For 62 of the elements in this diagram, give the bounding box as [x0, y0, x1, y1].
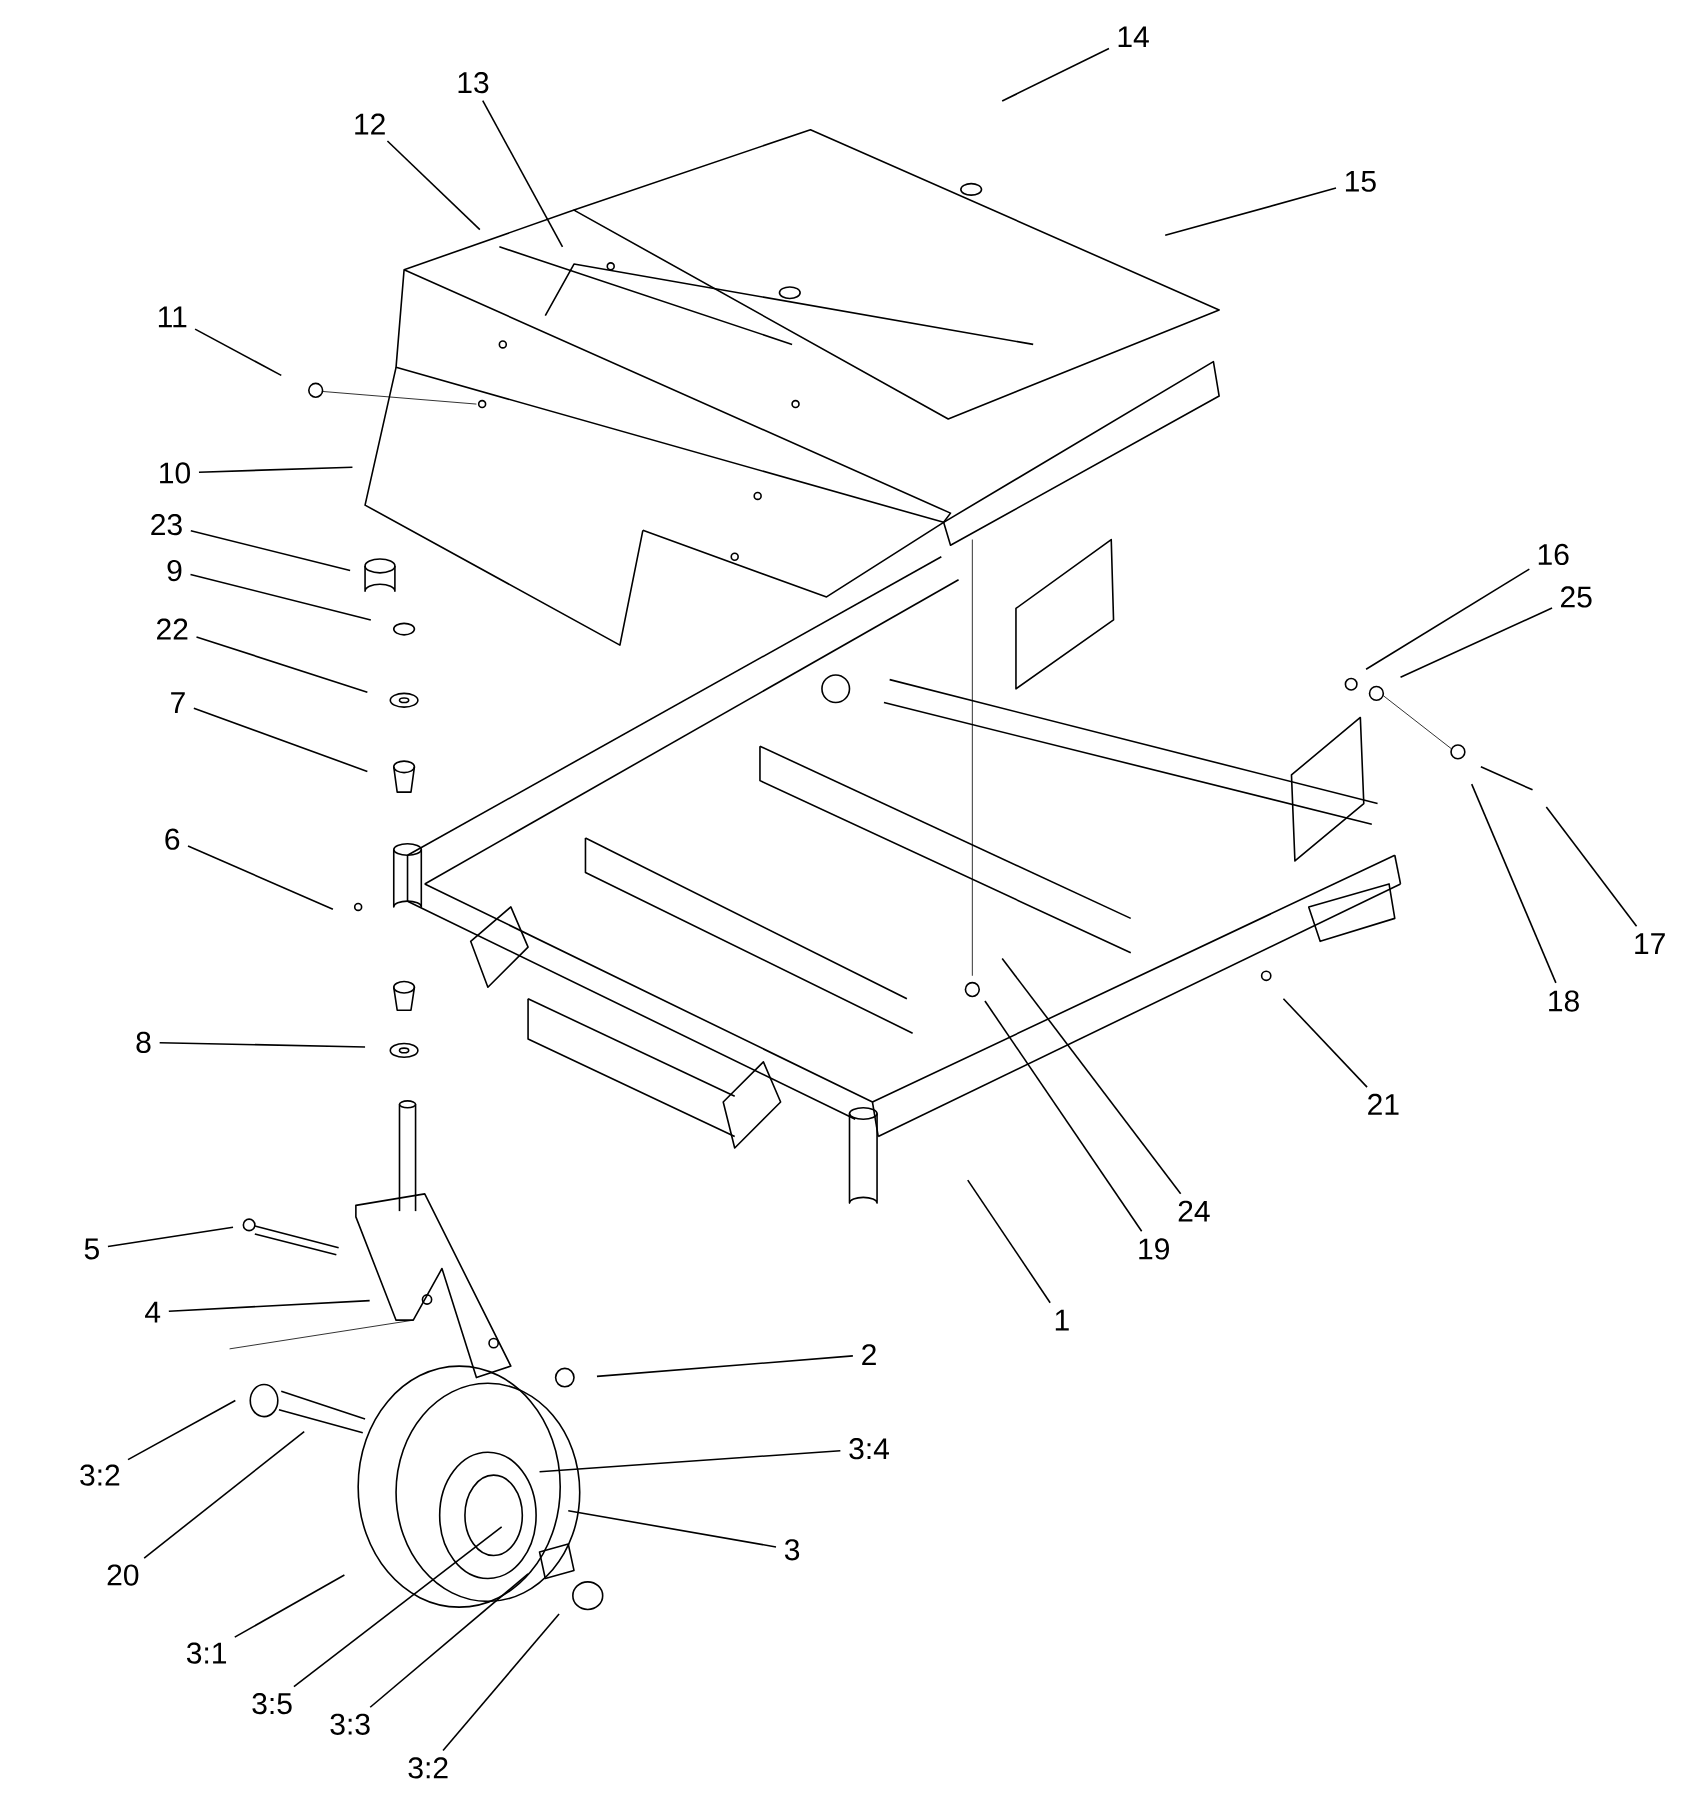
leader-line: [1001, 47, 1110, 102]
leader-line: [1164, 187, 1337, 237]
leader-line: [1545, 806, 1638, 928]
leader-line: [1470, 783, 1557, 984]
callout-number: 3: [784, 1539, 799, 1561]
callout-number: 3:3: [330, 1713, 370, 1735]
callout-number: 22: [156, 618, 188, 640]
callout-number: 19: [1139, 1238, 1169, 1260]
callout-number: 5: [84, 1238, 99, 1260]
callout-number: 3:2: [80, 1464, 120, 1486]
leader-line: [195, 636, 369, 694]
callout-number: 17: [1635, 933, 1665, 954]
leader-line: [189, 573, 372, 621]
leader-line: [966, 1179, 1051, 1304]
callout-number: 3:2: [408, 1757, 448, 1779]
callout-number: 15: [1345, 170, 1376, 192]
leader-line: [187, 845, 334, 910]
leader-line: [189, 529, 351, 572]
leader-line: [107, 1226, 234, 1248]
leader-line: [538, 1449, 842, 1473]
leader-line: [293, 1526, 503, 1688]
callout-number: 16: [1538, 543, 1569, 566]
leader-line: [158, 1041, 366, 1048]
leader-line: [194, 328, 282, 377]
callout-number: 23: [151, 514, 182, 536]
leader-line: [1282, 997, 1368, 1088]
leader-line: [233, 1574, 346, 1638]
callout-number: 9: [167, 559, 182, 582]
callout-number: 7: [171, 692, 185, 713]
leader-line: [1001, 957, 1182, 1195]
leader-line: [386, 140, 481, 231]
leader-line: [198, 466, 354, 473]
callout-number: 3:4: [849, 1438, 889, 1460]
leader-line: [1365, 568, 1530, 671]
leader-line: [442, 1613, 560, 1752]
leader-line: [167, 1299, 371, 1313]
callout-number: 10: [160, 462, 190, 484]
leader-line: [567, 1509, 777, 1548]
callout-number: 18: [1549, 990, 1579, 1012]
callout-number: 25: [1560, 586, 1592, 608]
leader-line: [1399, 607, 1553, 679]
leader-line: [984, 1000, 1143, 1233]
callout-number: 4: [144, 1301, 161, 1323]
callout-number: 2: [862, 1344, 876, 1366]
leader-line: [143, 1430, 305, 1559]
callout-number: 20: [107, 1564, 139, 1586]
callout-number: 8: [136, 1031, 151, 1053]
callout-number: 13: [458, 72, 489, 94]
callout-number: 1: [1055, 1309, 1069, 1331]
callout-number: 6: [165, 828, 180, 850]
leader-line: [481, 99, 564, 248]
callout-number: 14: [1118, 26, 1149, 48]
callout-number: 11: [158, 306, 187, 328]
callout-number: 21: [1368, 1093, 1399, 1115]
callout-number: 12: [355, 113, 385, 135]
leader-line: [127, 1399, 236, 1461]
leader-line: [596, 1355, 854, 1378]
callout-number: 3:1: [186, 1642, 226, 1664]
leader-line: [192, 707, 369, 773]
callout-number: 24: [1178, 1200, 1210, 1222]
leader-line: [369, 1573, 529, 1709]
callout-number: 3:5: [252, 1692, 292, 1715]
